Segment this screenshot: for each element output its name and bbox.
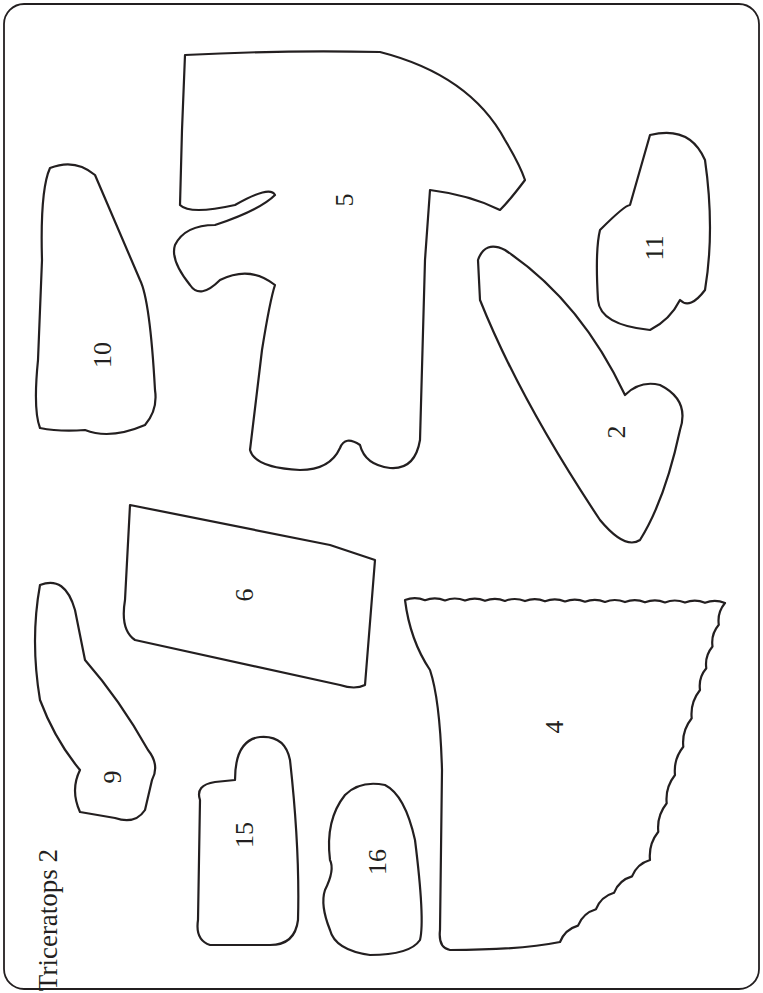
puzzle-piece: 5 (165, 45, 530, 475)
piece-number: 9 (100, 771, 126, 784)
piece-outline (590, 125, 718, 335)
sheet-title: Triceratops 2 (35, 849, 62, 991)
piece-shape (35, 583, 155, 820)
piece-shape (174, 51, 525, 470)
piece-number: 15 (232, 822, 258, 848)
piece-shape (124, 505, 375, 688)
piece-number: 16 (365, 849, 391, 875)
puzzle-piece: 2 (470, 240, 692, 550)
puzzle-piece: 4 (400, 590, 735, 955)
puzzle-piece: 10 (28, 150, 168, 450)
piece-outline (165, 45, 530, 475)
piece-outline (470, 240, 692, 550)
piece-number: 6 (232, 589, 258, 602)
piece-number: 11 (642, 235, 668, 260)
puzzle-piece: 16 (320, 780, 428, 960)
piece-shape (478, 247, 683, 543)
piece-shape (597, 133, 710, 330)
piece-number: 5 (332, 194, 358, 207)
piece-shape (198, 737, 299, 945)
puzzle-piece: 11 (590, 125, 718, 335)
piece-number: 2 (604, 426, 630, 439)
piece-outline (28, 150, 168, 450)
piece-outline (400, 590, 735, 955)
piece-shape (405, 598, 725, 950)
puzzle-piece: 6 (118, 500, 380, 692)
piece-shape (323, 784, 421, 955)
frame-border (4, 4, 759, 989)
puzzle-piece: 9 (30, 575, 160, 825)
piece-outline (30, 575, 160, 825)
piece-number: 4 (542, 721, 568, 734)
piece-shape (36, 164, 156, 434)
puzzle-piece: 15 (190, 732, 305, 950)
piece-number: 10 (90, 342, 116, 368)
